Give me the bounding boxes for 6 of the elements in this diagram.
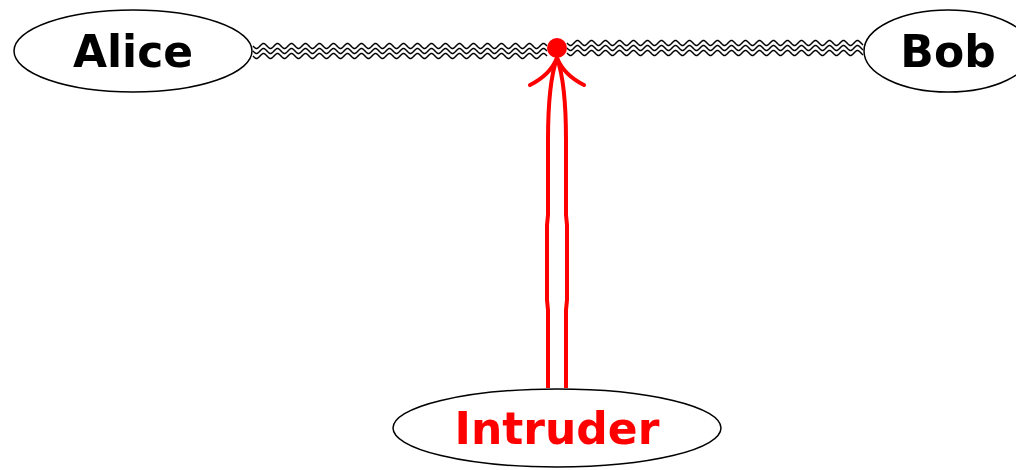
wavy-line <box>566 39 864 57</box>
node-label: Intruder <box>454 402 660 454</box>
node-label: Alice <box>72 25 194 77</box>
wavy-line <box>252 42 548 60</box>
arrow <box>528 56 586 390</box>
node-label: Bob <box>900 25 996 77</box>
